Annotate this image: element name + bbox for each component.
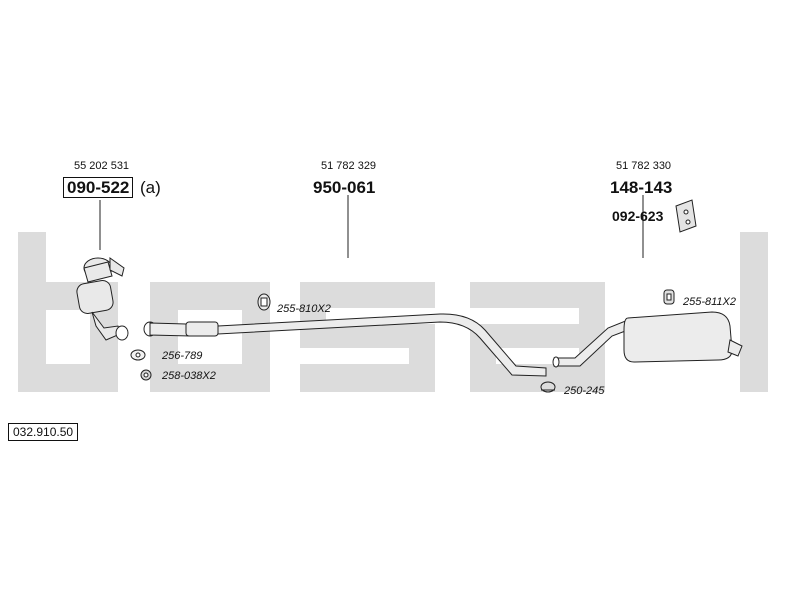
- part-number-label: 148-143: [610, 178, 673, 197]
- accessory-code-label: 255-811X2: [683, 296, 737, 308]
- oem-number-label: 51 782 330: [616, 160, 672, 172]
- leader-lines: [99, 195, 644, 258]
- catalog-code-label: 032.910.50: [8, 423, 79, 441]
- part-number-label: 950-061: [313, 178, 376, 197]
- gasket-icon: [130, 349, 146, 361]
- middle-pipe-icon: [143, 313, 547, 377]
- part-suffix-label: (a): [140, 178, 161, 197]
- oem-number-label: 51 782 329: [321, 160, 377, 172]
- clamp-icon: [257, 293, 271, 311]
- oem-number-label: 55 202 531: [74, 160, 130, 172]
- sub-part-number-label: 092-623: [612, 208, 664, 224]
- accessory-code-label: 255-810X2: [277, 303, 331, 315]
- mounting-bracket-icon: [675, 199, 697, 233]
- catalytic-converter-icon: [76, 257, 129, 341]
- accessory-code-label: 258-038X2: [162, 370, 216, 382]
- part-number-label: 090-522: [63, 177, 134, 198]
- rear-muffler-icon: [552, 311, 743, 368]
- accessory-code-label: 256-789: [162, 350, 203, 362]
- rubber-hanger-icon: [663, 289, 675, 305]
- pipe-clamp-icon: [540, 381, 556, 393]
- accessory-code-label: 250-245: [564, 385, 605, 397]
- bosal-watermark: [18, 232, 768, 392]
- nut-icon: [140, 369, 152, 381]
